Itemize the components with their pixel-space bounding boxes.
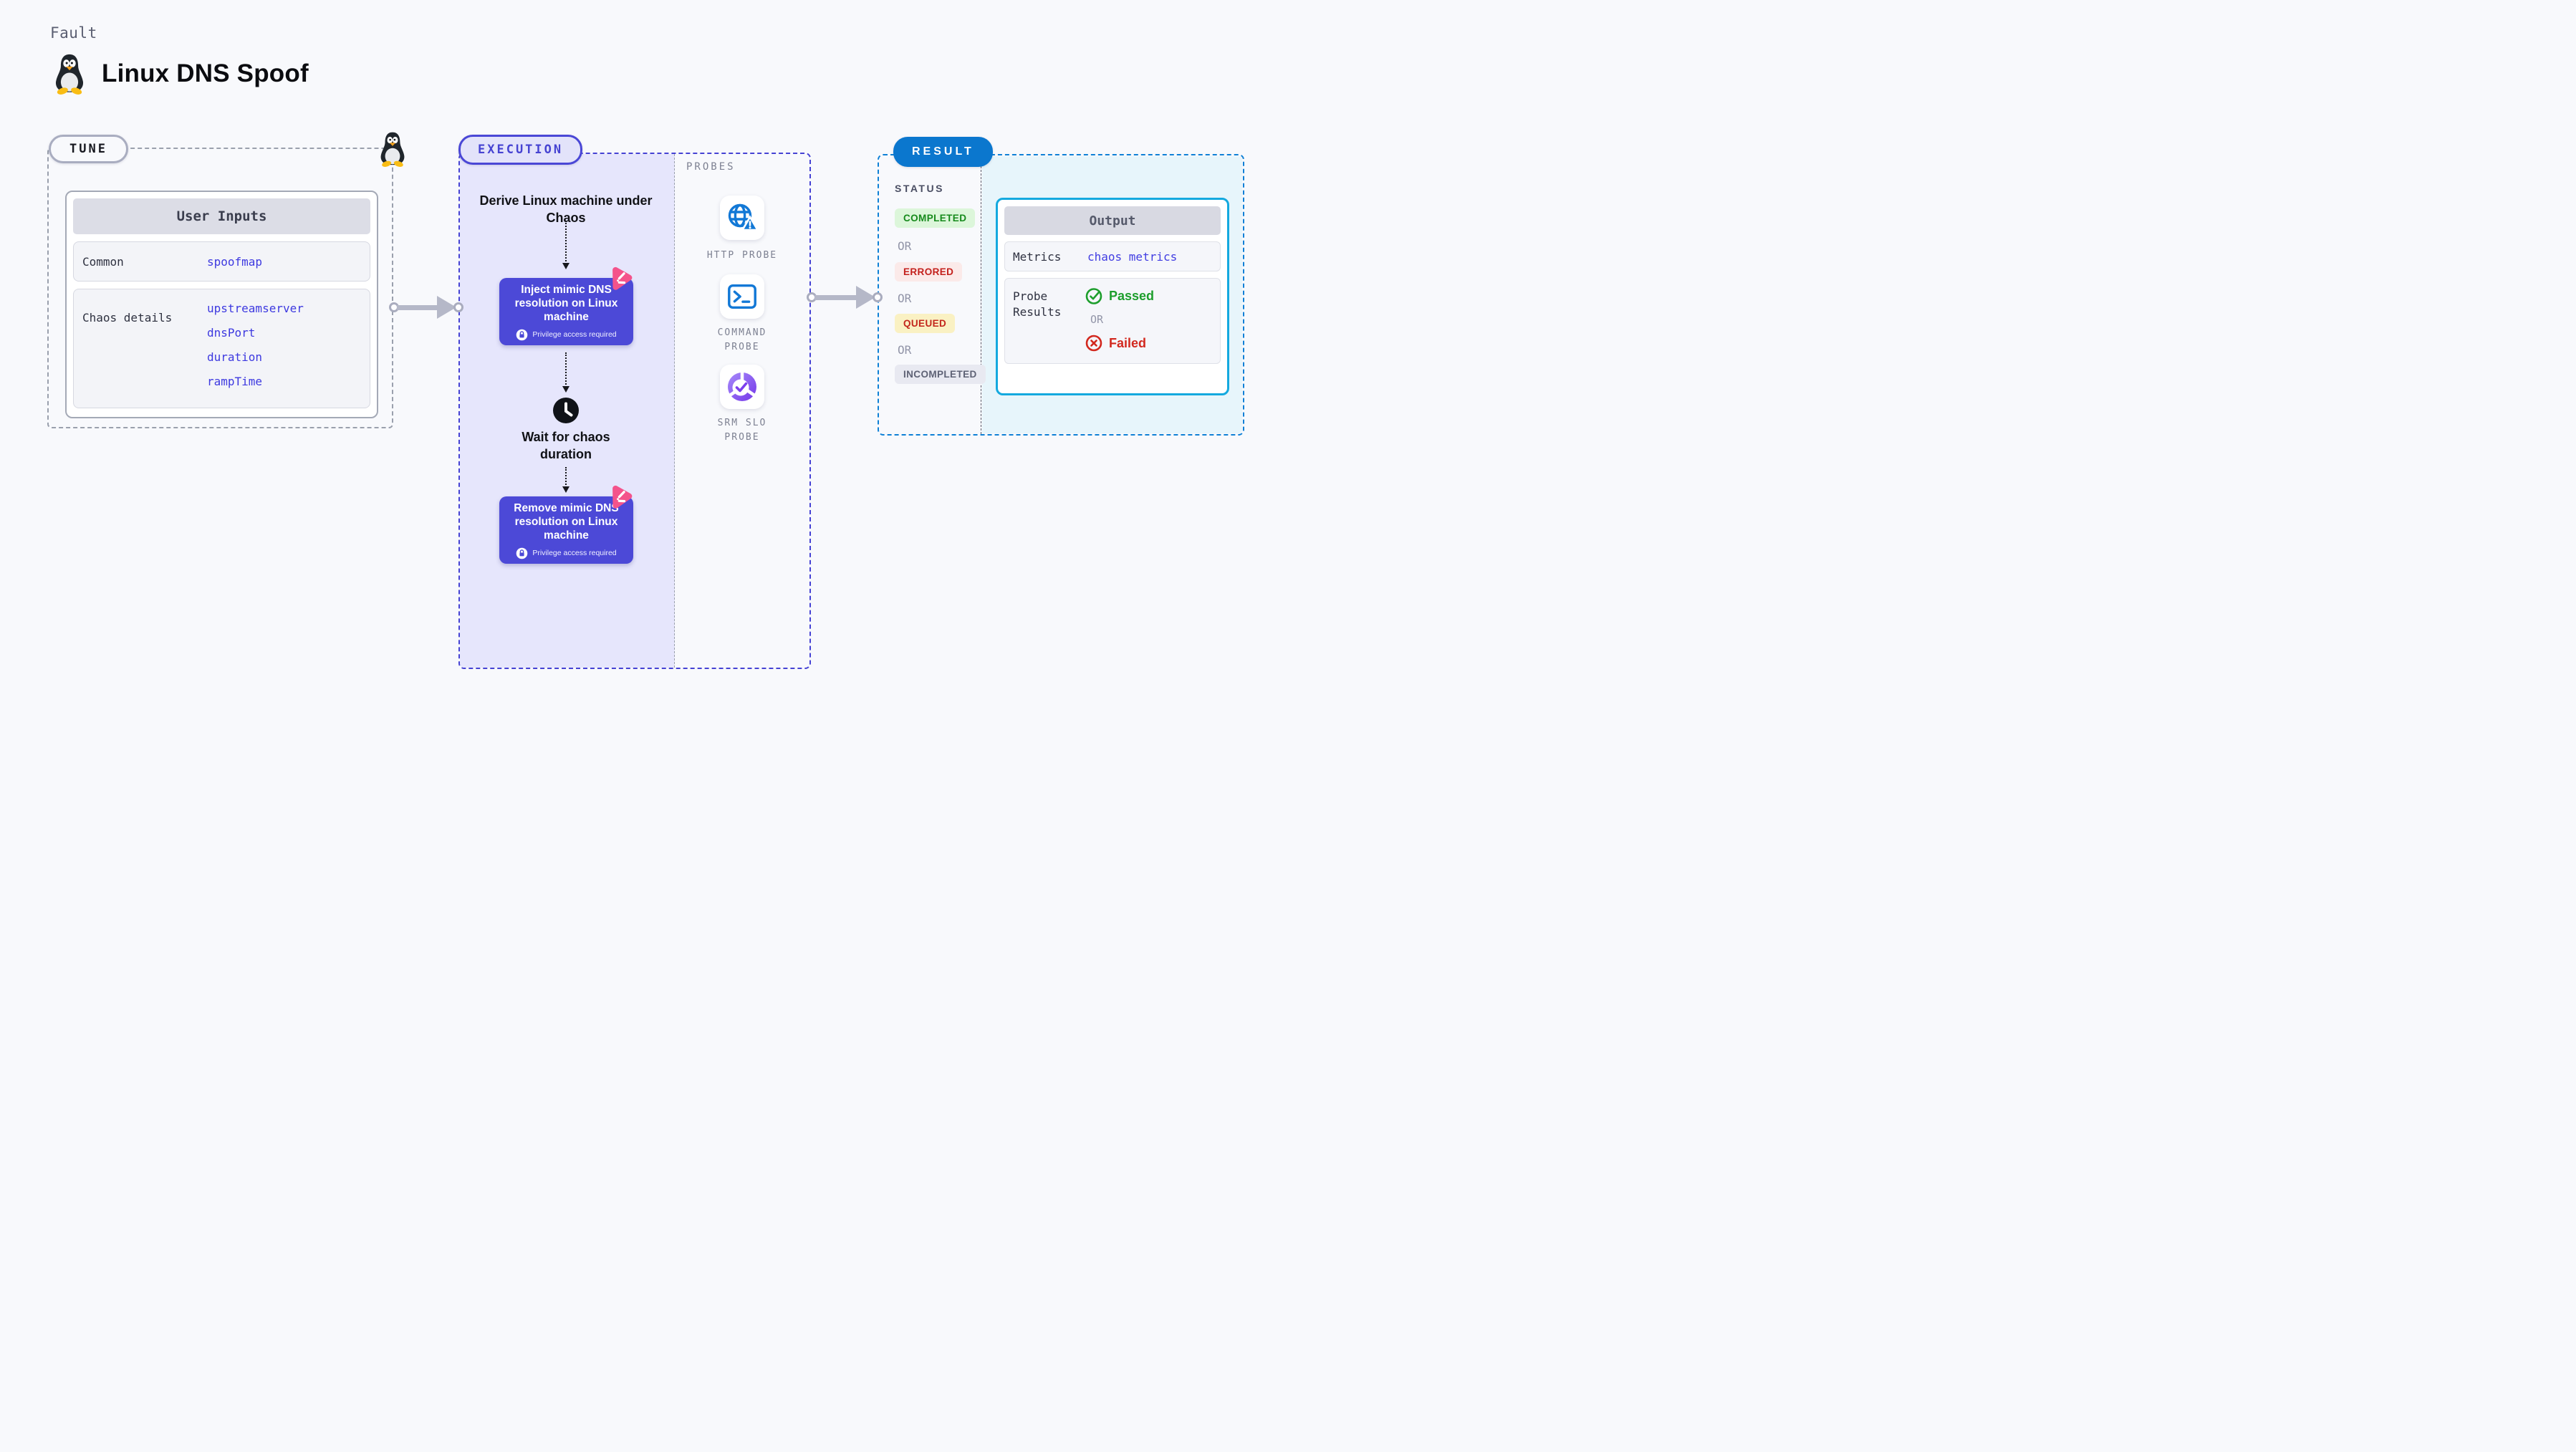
slo-donut-check-icon bbox=[725, 370, 759, 404]
fault-diagram: Fault Linux DNS Spoof TUNE User Inputs C… bbox=[0, 0, 1288, 726]
input-value: upstreamserver bbox=[207, 302, 304, 315]
arrow-end-dot bbox=[453, 302, 463, 312]
probe-results-row: Probe Results Passed OR Failed bbox=[1004, 278, 1221, 364]
tux-penguin-corner-icon bbox=[380, 132, 405, 167]
metrics-label: Metrics bbox=[1013, 249, 1062, 264]
input-value: dnsPort bbox=[207, 326, 256, 340]
remove-chaos-step: Remove mimic DNS resolution on Linux mac… bbox=[499, 496, 633, 564]
privilege-note: Privilege access required bbox=[516, 328, 617, 341]
output-card: Output Metrics chaos metrics Probe Resul… bbox=[996, 198, 1229, 395]
tux-penguin-icon bbox=[55, 54, 84, 95]
x-circle-icon bbox=[1085, 335, 1102, 352]
user-input-row-chaos-details: Chaos details upstreamserver dnsPort dur… bbox=[73, 289, 370, 408]
privilege-note-text: Privilege access required bbox=[532, 330, 617, 340]
globe-alert-icon bbox=[728, 203, 759, 231]
result-section-box: STATUS COMPLETED OR ERRORED OR QUEUED OR… bbox=[878, 154, 1244, 436]
http-probe-card bbox=[720, 196, 764, 240]
arrow-head bbox=[437, 296, 456, 319]
command-probe-label: COMMAND PROBE bbox=[717, 327, 767, 352]
user-inputs-card: User Inputs Common spoofmap Chaos detail… bbox=[65, 191, 378, 418]
srm-slo-probe-label: SRM SLO PROBE bbox=[717, 418, 767, 443]
page-title-row: Linux DNS Spoof bbox=[52, 53, 309, 95]
passed-label: Passed bbox=[1109, 288, 1155, 303]
wait-step-label: Wait for chaos duration bbox=[522, 430, 610, 462]
inject-step-label: Inject mimic DNS resolution on Linux mac… bbox=[514, 284, 618, 323]
probe-results-values: Passed OR Failed bbox=[1085, 287, 1154, 352]
arrow-shaft bbox=[397, 304, 439, 310]
failed-label: Failed bbox=[1109, 335, 1147, 350]
flow-connector-arrow bbox=[562, 221, 569, 269]
check-circle-icon bbox=[1085, 288, 1102, 304]
clock-icon bbox=[552, 397, 580, 424]
arrow-end-dot bbox=[873, 292, 883, 302]
status-badge-errored: ERRORED bbox=[895, 262, 963, 282]
input-value: duration bbox=[207, 350, 263, 364]
inject-chaos-step: Inject mimic DNS resolution on Linux mac… bbox=[499, 278, 633, 345]
lock-icon bbox=[516, 547, 529, 559]
input-value: rampTime bbox=[207, 375, 263, 388]
tune-section-badge: TUNE bbox=[49, 135, 128, 163]
or-separator: OR bbox=[898, 343, 912, 357]
or-separator: OR bbox=[898, 239, 912, 253]
input-row-label: Chaos details bbox=[82, 311, 173, 324]
status-badge-queued: QUEUED bbox=[895, 314, 956, 333]
litmus-chaos-icon bbox=[607, 485, 633, 511]
privilege-note-text: Privilege access required bbox=[532, 549, 617, 558]
status-badge-completed: COMPLETED bbox=[895, 208, 976, 228]
output-title: Output bbox=[1004, 206, 1221, 235]
privilege-note: Privilege access required bbox=[516, 547, 617, 559]
user-inputs-title: User Inputs bbox=[73, 198, 370, 234]
status-title: STATUS bbox=[895, 183, 944, 194]
passed-line: Passed bbox=[1085, 287, 1154, 304]
status-badge-incompleted: INCOMPLETED bbox=[895, 365, 986, 384]
arrow-head bbox=[856, 286, 875, 309]
or-separator: OR bbox=[1090, 313, 1104, 326]
metrics-row: Metrics chaos metrics bbox=[1004, 241, 1221, 271]
page-title: Linux DNS Spoof bbox=[102, 59, 309, 87]
litmus-chaos-icon bbox=[607, 266, 633, 292]
command-probe-card bbox=[720, 274, 764, 319]
fault-kicker: Fault bbox=[50, 24, 97, 42]
metrics-value: chaos metrics bbox=[1087, 249, 1178, 264]
flow-connector-arrow bbox=[562, 352, 569, 393]
lock-icon bbox=[516, 328, 529, 341]
tune-section-box bbox=[47, 148, 393, 428]
failed-line: Failed bbox=[1085, 335, 1154, 352]
input-value: spoofmap bbox=[207, 254, 263, 269]
srm-slo-probe-card bbox=[720, 365, 764, 409]
http-probe-label: HTTP PROBE bbox=[706, 250, 778, 261]
derive-step-label: Derive Linux machine under Chaos bbox=[479, 193, 653, 226]
arrow-shaft bbox=[814, 294, 858, 300]
terminal-icon bbox=[728, 284, 756, 309]
or-separator: OR bbox=[898, 292, 912, 305]
execution-section-badge: EXECUTION bbox=[458, 135, 583, 165]
result-section-badge: RESULT bbox=[893, 137, 993, 167]
execution-to-result-arrow bbox=[807, 286, 883, 309]
flow-connector-arrow bbox=[562, 467, 569, 493]
user-input-row-common: Common spoofmap bbox=[73, 241, 370, 282]
probes-title: PROBES bbox=[686, 161, 736, 173]
probe-results-label: Probe Results bbox=[1013, 289, 1062, 319]
remove-step-label: Remove mimic DNS resolution on Linux mac… bbox=[514, 502, 619, 542]
input-row-label: Common bbox=[82, 254, 124, 269]
tune-to-execution-arrow bbox=[389, 296, 463, 319]
input-value-list: upstreamserver dnsPort duration rampTime bbox=[207, 289, 304, 408]
